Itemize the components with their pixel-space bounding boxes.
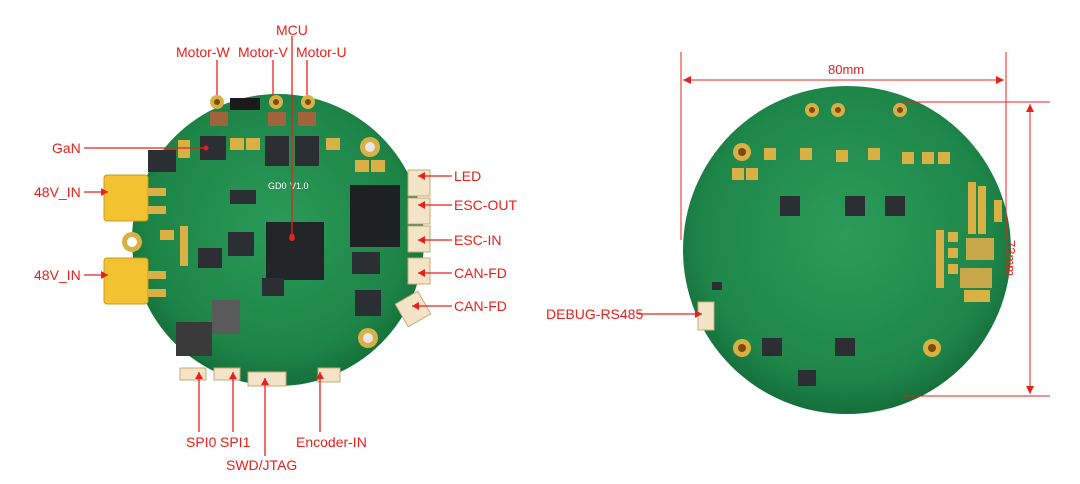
label-esc-in: ESC-IN [454, 232, 502, 248]
left-pcb-board: GD0 V1.0 [103, 94, 432, 387]
dimension-width: 80mm [828, 62, 865, 77]
label-48v-in-top: 48V_IN [34, 184, 81, 200]
label-can-fd-1: CAN-FD [454, 265, 507, 281]
xt30-connector-top [103, 174, 149, 222]
board-version-silkscreen: V1.0 [290, 181, 309, 191]
label-encoder-in: Encoder-IN [296, 434, 367, 450]
label-spi0: SPI0 [186, 434, 217, 450]
label-mcu: MCU [276, 22, 308, 38]
xt30-connector-bottom [103, 257, 149, 305]
label-debug-rs485: DEBUG-RS485 [546, 306, 644, 322]
dimension-arrowheads [683, 76, 1034, 394]
label-motor-w: Motor-W [176, 44, 230, 60]
label-48v-in-bottom: 48V_IN [34, 267, 81, 283]
label-gan: GaN [52, 140, 81, 156]
label-can-fd-2: CAN-FD [454, 298, 507, 314]
right-pcb-board [683, 86, 1011, 414]
dimension-lines [680, 52, 1050, 397]
label-swd-jtag: SWD/JTAG [226, 457, 298, 473]
board-name-silkscreen: GD0 [268, 181, 287, 191]
leader-lines [84, 36, 702, 456]
label-spi1: SPI1 [220, 434, 251, 450]
label-motor-v: Motor-V [238, 44, 288, 60]
label-esc-out: ESC-OUT [454, 197, 517, 213]
mcu-chip [266, 222, 324, 280]
label-led: LED [454, 168, 482, 184]
label-motor-u: Motor-U [296, 44, 347, 60]
dimension-height: 73mm [1003, 240, 1018, 277]
leader-arrowheads [101, 145, 702, 385]
debug-rs485-connector [697, 301, 715, 331]
